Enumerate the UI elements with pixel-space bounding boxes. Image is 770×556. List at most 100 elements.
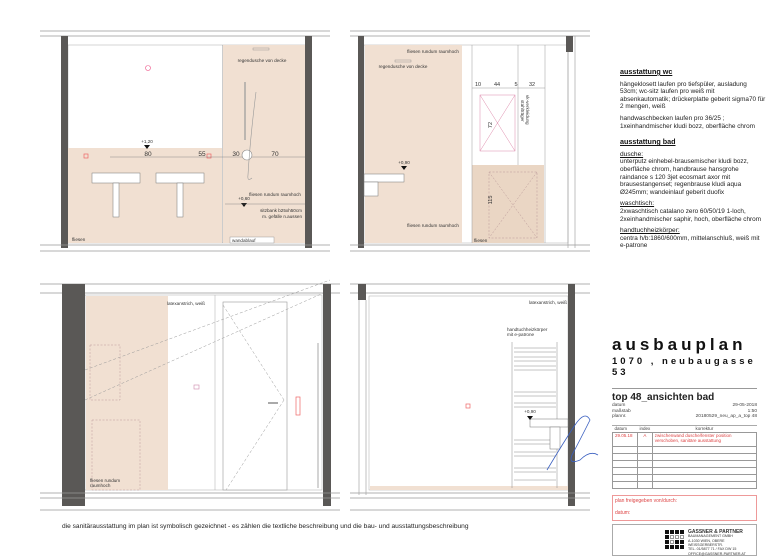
dimension-label: 72	[488, 122, 494, 128]
label-tiles: fliesen	[474, 238, 488, 243]
hand-basin	[529, 418, 569, 428]
door-handle-icon	[268, 402, 278, 404]
washbasin	[91, 172, 141, 184]
level-label: +0,90	[524, 409, 536, 414]
door[interactable]	[222, 301, 288, 491]
label-rain-shower: regendusche von decke	[379, 64, 428, 69]
label-latex-paint: latexanstrich, weiß	[167, 301, 205, 306]
firm-name: GASSNER & PARTNER	[688, 528, 743, 535]
label-steel-beam: stahlträger	[520, 100, 525, 122]
level-label: +0,60	[238, 196, 250, 201]
approval-box: plan freigegeben von/durch: datum:	[612, 494, 757, 521]
towel-radiator	[511, 342, 558, 488]
dimension-label: 10	[475, 82, 481, 88]
tile-area	[86, 296, 168, 490]
label-tiles-full: fliesen rundum raumhoch	[407, 49, 459, 54]
label-tiles-full: fliesen rundum raumhoch	[90, 478, 121, 489]
switch-icon	[295, 396, 301, 416]
plan-title: ausbauplan	[612, 335, 747, 354]
level-marker-icon	[527, 416, 533, 420]
notes-radiator-label: handtuchheizkörper:	[620, 227, 680, 235]
date-value: 29-05-2018	[732, 403, 757, 408]
wall-right	[566, 36, 573, 52]
scale-value: 1:50	[747, 408, 757, 414]
wall-left	[62, 284, 85, 506]
label-drain: wandablauf	[232, 238, 256, 243]
scale-label: maßstab	[612, 408, 631, 414]
level-marker-icon	[144, 145, 150, 149]
firm-line: TEL. 01/5877 71 / FAX DW 15	[688, 547, 737, 552]
tile-area	[472, 165, 544, 243]
tile-area	[365, 45, 462, 243]
washbasin	[155, 172, 205, 184]
label-tiles-full: fliesen rundum raumhoch	[249, 192, 301, 197]
svg-text:regendusche von decke: regendusche von decke	[238, 58, 287, 63]
wall-right	[305, 36, 312, 248]
notes-wc-text: handwaschbecken laufen pro 36/25 ; 1xein…	[620, 114, 755, 130]
signature	[546, 415, 599, 471]
approval-date: datum:	[615, 509, 631, 516]
elevation-panel-1: regendusche von decke +1,20 80 55 30 70 …	[40, 30, 330, 252]
level-label: +0,90	[398, 160, 410, 165]
label-towel-radiator: handtuchheizkörper mit e-patrone	[507, 327, 548, 338]
label-rain-shower: regendusche von decke	[238, 58, 287, 63]
wall-right	[568, 284, 575, 506]
window	[479, 94, 516, 152]
title-block: ausbauplan 1070 , neubaugasse 53 top 48_…	[612, 335, 758, 556]
date-label: datum	[612, 403, 626, 408]
dimension-label: 115	[488, 196, 494, 205]
label-cladding: vk-verkleidung	[525, 95, 530, 125]
elevation-panel-3: latexanstrich, weiß fliesen rundum raumh…	[40, 279, 340, 511]
shower-mixer-icon	[241, 149, 253, 161]
rev-header: datum	[614, 425, 628, 431]
firm-line: OFFICE@GASSNER-PARTNER.AT	[688, 551, 746, 556]
rev-index: A	[637, 431, 653, 447]
dimension-label: 32	[529, 82, 535, 88]
notes-wc-text: hängeklosett laufen pro tiefspüler, ausl…	[620, 80, 766, 111]
socket-icon	[206, 153, 212, 159]
dimension-label: 44	[494, 82, 500, 88]
firm-stamp: GASSNER & PARTNER BAUMANAGEMENT GMBH A-1…	[612, 523, 757, 556]
notes-shower-label: dusche:	[620, 150, 644, 158]
sheet-title: top 48_ansichten bad	[612, 388, 757, 403]
elevation-panel-2: fliesen rundum raumhoch regendusche von …	[350, 30, 590, 252]
socket-icon	[83, 153, 89, 159]
level-marker-icon	[401, 166, 407, 170]
wall-left	[358, 284, 366, 300]
label-tiles: fliesen	[72, 237, 86, 242]
level-label: +1,20	[141, 139, 153, 144]
rev-header: index	[639, 425, 651, 431]
firm-logo-icon	[665, 529, 684, 549]
label-bench: sitzbank b25xh50cm m. gefälle n.aussen	[260, 208, 302, 219]
plan-address: 1070 , neubaugasse 53	[612, 356, 756, 378]
footer-disclaimer: die sanitärausstattung im plan ist symbo…	[62, 523, 469, 530]
architectural-elevations: regendusche von decke +1,20 80 55 30 70 …	[40, 30, 599, 511]
notes-shower-text: unterputz einhebel-brausemischer kludi b…	[620, 158, 749, 196]
dimension-label: 5	[514, 82, 517, 88]
label-latex-paint: latexanstrich, weiß	[529, 300, 567, 305]
rev-text: zwischenwand dusche/fenster position ver…	[651, 431, 758, 447]
wall-right	[323, 284, 331, 506]
plan-number-value: 20180529_neu_ap_a_top 48	[695, 414, 757, 420]
tile-area	[68, 148, 222, 243]
firm-line: BAUMANAGEMENT GMBH	[688, 534, 733, 539]
socket-icon	[465, 403, 471, 409]
rev-header: korrektur	[695, 425, 714, 431]
wall-left	[358, 36, 364, 248]
plan-number-label: plannr.	[612, 414, 627, 420]
notes-radiator-text: centra h/b:1860/600mm, mittelanschluß, w…	[620, 234, 760, 250]
dimension-label: 80	[144, 151, 152, 158]
equipment-notes: ausstattung wc hängeklosett laufen pro t…	[620, 67, 766, 254]
shower-tile-area	[223, 45, 305, 243]
dimension-label: 55	[198, 151, 206, 158]
approval-by: plan freigegeben von/durch:	[615, 497, 677, 504]
firm-line: A-1030 WIEN, OBERE WEISSGERBERSTR.	[688, 538, 725, 547]
notes-bath-heading: ausstattung bad	[620, 137, 676, 147]
dimension-label: 70	[271, 151, 279, 158]
rev-date: 29.05.18	[612, 431, 638, 447]
light-outlet-icon	[145, 65, 151, 71]
switch-icon	[193, 384, 200, 390]
elevation-panel-4: latexanstrich, weiß handtuchheizkörper m…	[350, 283, 599, 511]
wall-left	[61, 36, 68, 248]
